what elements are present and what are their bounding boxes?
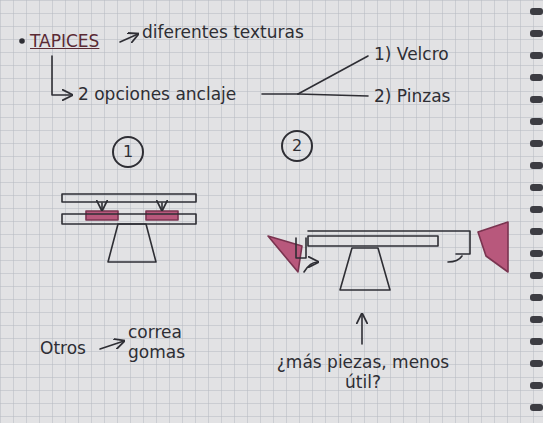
note: 2 opciones anclaje [78,84,236,104]
bracket-line [262,93,298,95]
arrow [120,34,138,42]
note: diferentes texturas [142,22,304,42]
note: correa gomas [128,322,198,362]
arrow [361,314,363,344]
heading: TAPICES [30,31,99,51]
bracket-branch [298,94,368,96]
circled-number: 2 [281,130,313,162]
option: 2) Pinzas [374,86,450,106]
callout-number: 1 [123,143,133,161]
callout-number: 2 [292,137,302,155]
circled-number: 1 [112,136,144,168]
tapestry-sketch-2 [268,222,508,290]
question: ¿más piezas, menos útil? [268,352,458,392]
bracket-branch [298,56,368,94]
bullet [20,39,24,43]
tapestry-sketch-1 [62,194,196,262]
note: Otros [40,338,86,358]
arrow [52,56,72,95]
arrow [100,341,124,349]
option: 1) Velcro [374,44,449,64]
spiral-binding [530,8,543,411]
